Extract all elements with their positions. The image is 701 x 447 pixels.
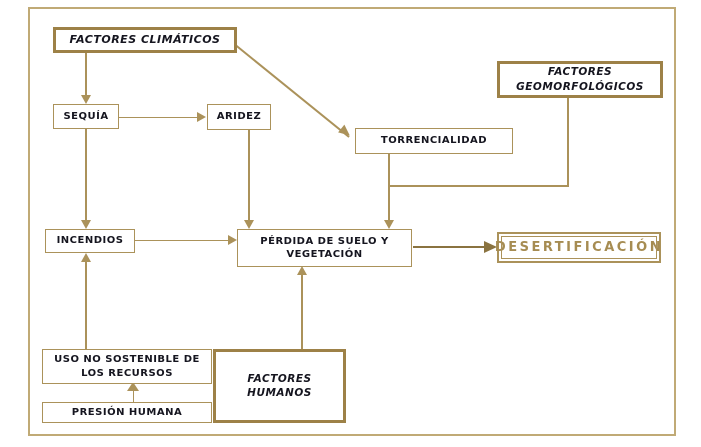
node-uso-no-sostenible-label: USO NO SOSTENIBLE DE LOS RECURSOS <box>54 354 200 379</box>
edge-climaticos-sequia <box>85 53 87 95</box>
edge-perdida-desertificacion <box>413 245 484 248</box>
node-factores-climaticos-label: FACTORES CLIMÁTICOS <box>69 32 221 46</box>
edge-aridez-perdida-arrowhead <box>244 220 254 229</box>
node-sequia-label: SEQUÍA <box>63 110 109 122</box>
node-factores-humanos-label: FACTORES HUMANOS <box>247 372 312 399</box>
edge-presion-uso <box>132 391 134 402</box>
node-aridez-label: ARIDEZ <box>216 111 262 123</box>
node-desertificacion-label: DESERTIFICACIÓN <box>494 239 664 255</box>
node-factores-climaticos: FACTORES CLIMÁTICOS <box>53 27 237 53</box>
edge-humanos-perdida <box>301 275 303 349</box>
node-perdida-suelo-vegetacion-label: PÉRDIDA DE SUELO Y VEGETACIÓN <box>260 235 389 261</box>
edge-sequia-incendios <box>85 129 87 220</box>
edge-incendios-perdida-arrowhead <box>228 235 237 245</box>
edge-incendios-perdida <box>135 239 228 241</box>
node-incendios-label: INCENDIOS <box>56 235 124 247</box>
edge-torrencialidad-perdida <box>388 154 390 220</box>
node-perdida-suelo-vegetacion: PÉRDIDA DE SUELO Y VEGETACIÓN <box>237 229 412 267</box>
edge-torrencialidad-perdida-arrowhead <box>384 220 394 229</box>
node-presion-humana: PRESIÓN HUMANA <box>42 402 212 423</box>
edge-sequia-incendios-arrowhead <box>81 220 91 229</box>
node-aridez: ARIDEZ <box>207 104 271 130</box>
edge-sequia-aridez-arrowhead <box>197 112 206 122</box>
edge-sequia-aridez <box>119 116 197 118</box>
edge-uso-incendios-arrowhead <box>81 253 91 262</box>
node-uso-no-sostenible: USO NO SOSTENIBLE DE LOS RECURSOS <box>42 349 212 384</box>
node-incendios: INCENDIOS <box>45 229 135 253</box>
edge-humanos-perdida-arrowhead <box>297 266 307 275</box>
edge-climaticos-sequia-arrowhead <box>81 95 91 104</box>
edge-geomorfologicos-down <box>567 98 569 186</box>
edge-presion-uso-arrowhead <box>127 382 139 391</box>
edge-uso-incendios <box>85 262 87 349</box>
node-presion-humana-label: PRESIÓN HUMANA <box>71 406 183 418</box>
node-factores-geomorfologicos-label: FACTORES GEOMORFOLÓGICOS <box>516 66 644 93</box>
edge-geomorfologicos-torrencialidad-join <box>388 185 569 187</box>
edge-perdida-desertificacion-arrowhead <box>484 241 497 253</box>
edge-aridez-perdida <box>248 130 250 220</box>
node-torrencialidad-label: TORRENCIALIDAD <box>380 135 488 147</box>
node-torrencialidad: TORRENCIALIDAD <box>355 128 513 154</box>
node-desertificacion: DESERTIFICACIÓN <box>494 232 664 263</box>
node-factores-humanos: FACTORES HUMANOS <box>213 349 346 423</box>
node-factores-geomorfologicos: FACTORES GEOMORFOLÓGICOS <box>497 61 663 98</box>
node-sequia: SEQUÍA <box>53 104 119 129</box>
